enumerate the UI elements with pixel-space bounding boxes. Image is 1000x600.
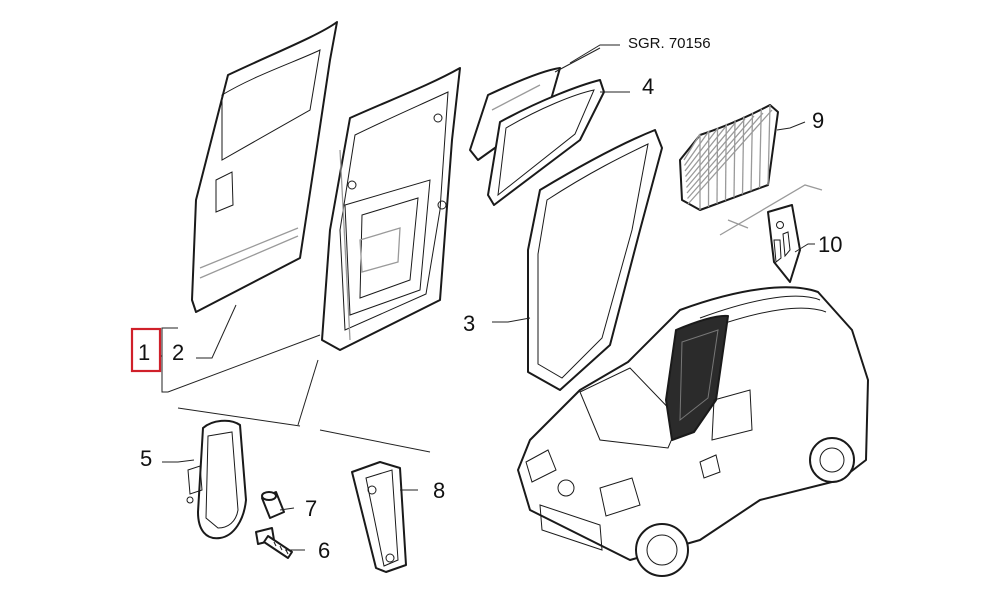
grille-mesh-line: [750, 112, 754, 192]
grille-mesh-line: [683, 130, 710, 166]
grille-mesh-line: [767, 104, 771, 186]
grille-mesh-line: [716, 127, 719, 204]
callout-3: 3: [463, 311, 475, 336]
grille-mesh-line: [684, 127, 719, 172]
grille-mesh-line: [685, 121, 737, 183]
grille-mesh-line: [733, 119, 736, 198]
bracket-plate[interactable]: [767, 204, 801, 283]
window-seal[interactable]: [487, 79, 605, 206]
door-inner-frame[interactable]: [321, 67, 461, 351]
reference-label: SGR. 70156: [628, 35, 711, 52]
callout-2: 2: [172, 340, 184, 365]
grille-mesh-line: [683, 133, 701, 161]
grille-mesh-line: [684, 124, 728, 177]
grille-mesh-line: [687, 109, 773, 205]
callout-labels: SGR. 70156 4 9 10 3 2 1 5 7 6 8: [130, 35, 842, 563]
window-grille[interactable]: [679, 104, 779, 211]
callout-5: 5: [140, 446, 152, 471]
van-illustration: [517, 286, 869, 577]
door-outer-panel[interactable]: [191, 21, 338, 313]
grille-mesh-line: [741, 116, 745, 195]
callout-6: 6: [318, 538, 330, 563]
grille-mesh-line: [724, 123, 727, 201]
bolt[interactable]: [255, 527, 293, 559]
callout-4: 4: [642, 74, 654, 99]
leader-lines: [160, 44, 815, 551]
callout-7: 7: [305, 496, 317, 521]
door-seal[interactable]: [527, 129, 663, 391]
callout-10: 10: [818, 232, 842, 257]
grille-mesh-line: [758, 108, 762, 189]
highlight-box: [130, 327, 162, 373]
spacer-bushing[interactable]: [261, 491, 285, 519]
callout-1[interactable]: 1: [138, 340, 150, 365]
trim-strip[interactable]: [351, 461, 407, 573]
callout-9: 9: [812, 108, 824, 133]
door-handle[interactable]: [186, 419, 247, 540]
callout-8: 8: [433, 478, 445, 503]
grille-mesh-line: [686, 115, 755, 194]
